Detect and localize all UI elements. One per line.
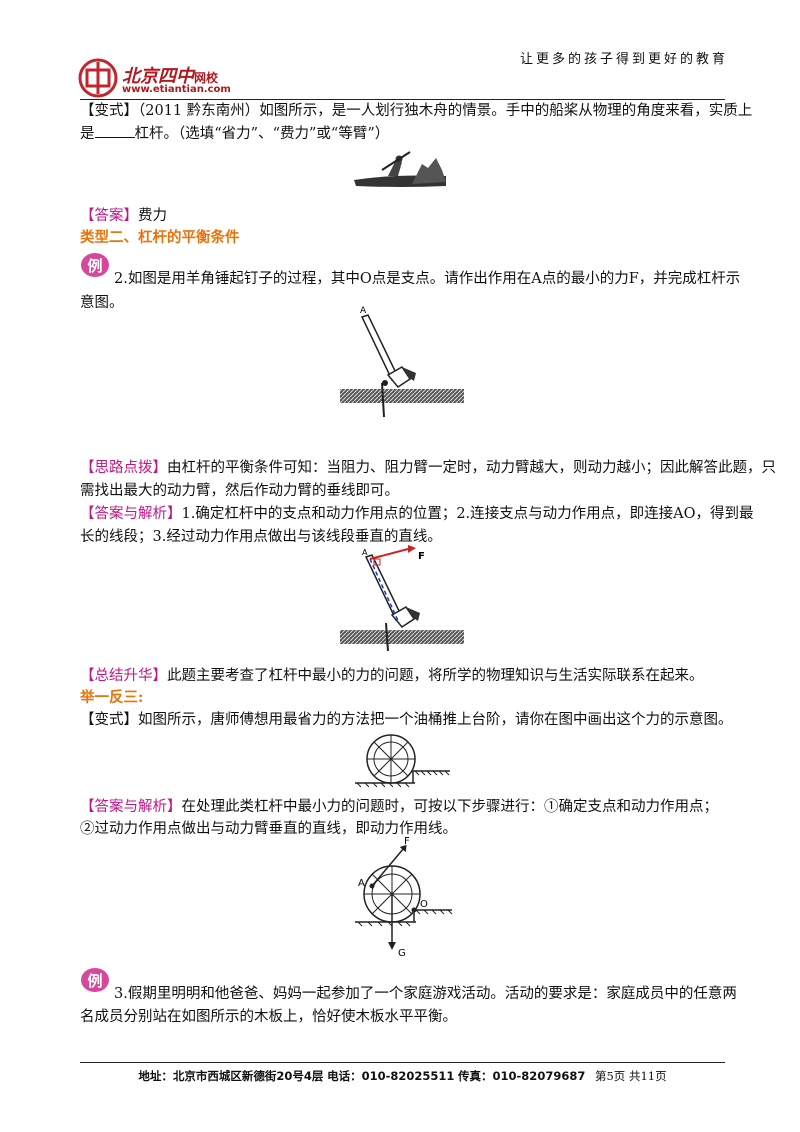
answer1-line: 【答案】费力	[80, 208, 167, 224]
hammer-solution-figure: A F	[340, 545, 464, 652]
summary-line: 【总结升华】此题主要考查了杠杆中最小的力的问题，将所学的物理知识与生活实际联系在…	[80, 668, 704, 684]
example2-line2: 意图。	[80, 295, 124, 311]
header-divider	[80, 99, 725, 100]
example3-line1: 3.假期里明明和他爸爸、妈妈一起参加了一个家庭游戏活动。活动的要求是：家庭成员中…	[114, 986, 737, 1002]
hint-line2: 需找出最大的动力臂，然后作动力臂的垂线即可。	[80, 483, 399, 499]
variant1-line2: 是杠杆。（选填“省力”、“费力”或“等臂”）	[80, 123, 725, 145]
school-logo-icon	[78, 58, 118, 98]
footer-divider	[80, 1062, 725, 1063]
svg-text:例: 例	[87, 257, 102, 275]
svg-text:A: A	[362, 548, 368, 557]
logo-text: 北京四中网校	[122, 66, 219, 87]
analysis2-line1: 【答案与解析】在处理此类杠杆中最小力的问题时，可按以下步骤进行：①确定支点和动力…	[80, 799, 718, 815]
example3-line2: 名成员分别站在如图所示的木板上，恰好使木板水平平衡。	[80, 1009, 457, 1025]
analysis1-line2: 长的线段；3.经过动力作用点做出与该线段垂直的直线。	[80, 529, 442, 545]
svg-text:O: O	[420, 899, 428, 910]
example2-line1: 2.如图是用羊角锤起钉子的过程，其中O点是支点。请作出作用在A点的最小的力F，并…	[114, 271, 741, 287]
analysis2-line2: ②过动力作用点做出与动力臂垂直的直线，即动力作用线。	[80, 821, 457, 837]
example-badge-icon: 例	[81, 253, 109, 277]
header-slogan: 让更多的孩子得到更好的教育	[520, 52, 729, 67]
practice-title: 举一反三:	[80, 689, 144, 706]
hammer-figure: A	[340, 306, 464, 418]
barrel-solution-figure: F A O G	[355, 836, 453, 959]
footer: 地址：北京市西城区新德街20号4层 电话：010-82025511 传真：010…	[138, 1069, 667, 1083]
variant2-line: 【变式】如图所示，唐师傅想用最省力的方法把一个油桶推上台阶，请你在图中画出这个力…	[80, 712, 733, 728]
page-number: 第5页 共11页	[594, 1069, 667, 1083]
svg-text:F: F	[404, 836, 410, 847]
svg-text:例: 例	[87, 972, 102, 990]
canoe-figure	[354, 151, 446, 187]
analysis1-line1: 【答案与解析】1.确定杠杆中的支点和动力作用点的位置；2.连接支点与动力作用点，…	[80, 506, 754, 522]
svg-text:A: A	[360, 306, 367, 316]
header: 北京四中网校 www.etiantian.com 让更多的孩子得到更好的教育	[0, 0, 800, 100]
section2-title: 类型二、杠杆的平衡条件	[80, 229, 240, 246]
hint-line1: 【思路点拨】由杠杆的平衡条件可知：当阻力、阻力臂一定时，动力臂越大，则动力越小；…	[80, 460, 776, 476]
barrel-figure	[355, 734, 450, 788]
svg-text:A: A	[358, 878, 365, 889]
svg-text:G: G	[398, 948, 406, 959]
example-badge-icon-2: 例	[81, 968, 109, 992]
answer-blank	[94, 123, 135, 138]
logo-url: www.etiantian.com	[122, 84, 231, 95]
variant1-line1: 【变式】（2011 黔东南州）如图所示，是一人划行独木舟的情景。手中的船桨从物理…	[80, 103, 753, 119]
svg-text:F: F	[418, 551, 425, 562]
